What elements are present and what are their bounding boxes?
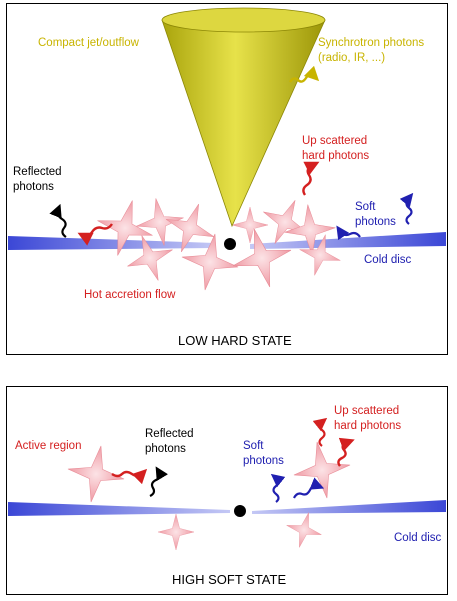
soft-photons-label-line1: Soft xyxy=(355,201,376,213)
soft-photons-label-line2: photons xyxy=(243,455,284,467)
upscattered-photon-arrow-2 xyxy=(337,437,355,467)
upscattered-label-line2: hard photons xyxy=(334,420,401,432)
cold-disc-label: Cold disc xyxy=(364,254,412,266)
black-hole xyxy=(234,505,246,517)
black-hole xyxy=(224,238,236,250)
bottom-panel: Active region Reflected photons Soft pho… xyxy=(6,386,448,595)
upscattered-label-line1: Up scattered xyxy=(302,135,367,147)
reflected-label-line2: photons xyxy=(145,443,186,455)
synchrotron-label-line1: Synchrotron photons xyxy=(318,37,424,49)
upscattered-photon-arrow-1 xyxy=(312,417,328,447)
upscattered-photon-arrow xyxy=(302,161,320,196)
soft-photons-label-line1: Soft xyxy=(243,440,264,452)
reflected-label-line1: Reflected xyxy=(13,166,62,178)
hot-accretion-flow-label: Hot accretion flow xyxy=(84,289,176,301)
top-cold-disc xyxy=(8,232,446,250)
soft-photon-arrow-2 xyxy=(399,192,414,225)
soft-photon-arrow-1 xyxy=(336,225,361,241)
bottom-cold-disc xyxy=(8,500,446,516)
compact-jet-cone xyxy=(161,7,326,228)
active-region-label: Active region xyxy=(15,440,81,452)
soft-photons-label-line2: photons xyxy=(355,216,396,228)
upscattered-label-line1: Up scattered xyxy=(334,405,399,417)
high-soft-state-title: HIGH SOFT STATE xyxy=(172,572,286,587)
cold-disc-label: Cold disc xyxy=(394,532,442,544)
top-panel: Compact jet/outflow Synchrotron photons … xyxy=(6,3,448,355)
bottom-panel-border xyxy=(6,386,448,595)
synchrotron-photon-arrow xyxy=(289,65,320,83)
low-hard-state-title: LOW HARD STATE xyxy=(178,333,292,348)
reflected-label-line2: photons xyxy=(13,181,54,193)
reflected-photon-arrow-red xyxy=(77,223,113,246)
jet-label: Compact jet/outflow xyxy=(38,37,140,49)
reflected-photon-arrow-black xyxy=(149,466,169,497)
reflected-label-line1: Reflected xyxy=(145,428,194,440)
synchrotron-label-line2: (radio, IR, ...) xyxy=(318,52,385,64)
soft-photon-arrow-2 xyxy=(293,477,325,499)
upscattered-label-line2: hard photons xyxy=(302,150,369,162)
soft-photon-arrow-1 xyxy=(270,473,286,503)
reflected-photon-arrow-black xyxy=(49,203,67,238)
reflected-photon-arrow-red xyxy=(111,468,148,485)
